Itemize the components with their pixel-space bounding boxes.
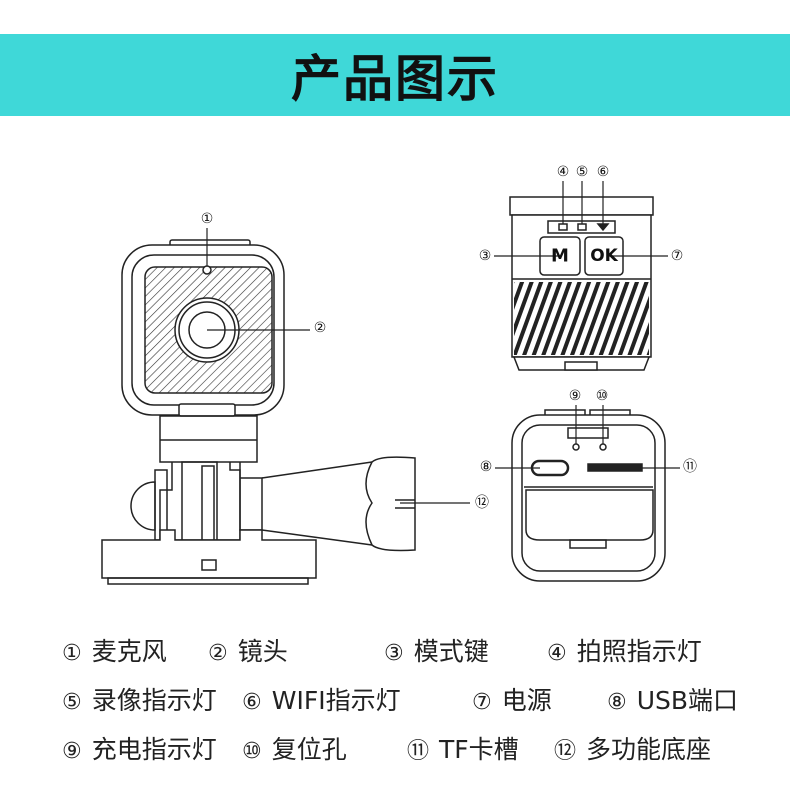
legend-item: ⑫ 多功能底座 <box>554 730 711 766</box>
legend-label: 电源 <box>501 686 552 715</box>
legend-label: 录像指示灯 <box>91 686 217 715</box>
legend-label: TF卡槽 <box>439 735 519 764</box>
ok-button: OK <box>590 246 618 266</box>
legend-num: ⑤ <box>62 690 82 715</box>
callout-11: ⑪ <box>683 459 697 475</box>
legend-row: ① 麦克风 ② 镜头 ③ 模式键 ④ 拍照指示灯 <box>62 632 762 681</box>
legend-label: 模式键 <box>413 637 489 666</box>
callout-10: ⑩ <box>596 388 609 404</box>
callout-1: ① <box>201 211 214 227</box>
callout-3: ③ <box>479 248 492 264</box>
product-diagram: M OK ① ② ③ ④ ⑤ ⑥ ⑦ ⑧ ⑨ ⑩ ⑪ ⑫ <box>101 164 697 585</box>
legend-row: ⑨ 充电指示灯 ⑩ 复位孔 ⑪ TF卡槽 ⑫ 多功能底座 <box>62 730 762 779</box>
leader-lines <box>206 181 680 504</box>
legend-label: USB端口 <box>636 686 739 715</box>
legend-item: ② 镜头 <box>208 632 288 668</box>
callout-8: ⑧ <box>480 459 493 475</box>
legend-num: ⑩ <box>242 739 262 764</box>
legend-num: ① <box>62 641 82 666</box>
legend-label: 拍照指示灯 <box>576 637 702 666</box>
legend-item: ⑪ TF卡槽 <box>407 730 519 766</box>
callout-12: ⑫ <box>475 495 489 511</box>
legend-num: ⑪ <box>407 739 430 764</box>
callout-4: ④ <box>557 164 570 180</box>
legend-item: ⑩ 复位孔 <box>242 730 347 766</box>
legend-label: 复位孔 <box>271 735 347 764</box>
legend-label: 镜头 <box>237 637 288 666</box>
legend-item: ⑥ WIFI指示灯 <box>242 681 401 717</box>
legend-num: ⑦ <box>472 690 492 715</box>
callout-6: ⑥ <box>597 164 610 180</box>
parts-legend: ① 麦克风 ② 镜头 ③ 模式键 ④ 拍照指示灯 ⑤ 录像指示灯 ⑥ WIFI指示灯 ⑦ 电源… <box>62 632 762 779</box>
legend-num: ⑥ <box>242 690 262 715</box>
legend-label: 多功能底座 <box>586 735 712 764</box>
legend-num: ④ <box>547 641 567 666</box>
legend-label: WIFI指示灯 <box>271 686 401 715</box>
legend-item: ⑤ 录像指示灯 <box>62 681 217 717</box>
legend-row: ⑤ 录像指示灯 ⑥ WIFI指示灯 ⑦ 电源 ⑧ USB端口 <box>62 681 762 730</box>
callout-2: ② <box>314 320 327 336</box>
legend-label: 麦克风 <box>91 637 167 666</box>
legend-num: ③ <box>384 641 404 666</box>
legend-item: ⑦ 电源 <box>472 681 552 717</box>
legend-num: ⑫ <box>554 739 577 764</box>
legend-num: ⑨ <box>62 739 82 764</box>
page-title: 产品图示 <box>291 50 499 108</box>
legend-num: ⑧ <box>607 690 627 715</box>
callout-5: ⑤ <box>576 164 589 180</box>
title-banner: 产品图示 <box>0 34 790 116</box>
legend-item: ⑧ USB端口 <box>607 681 738 717</box>
camera-back-view <box>511 409 666 582</box>
camera-top-view <box>509 196 654 371</box>
callout-9: ⑨ <box>569 388 582 404</box>
legend-item: ① 麦克风 <box>62 632 167 668</box>
legend-num: ② <box>208 641 228 666</box>
mode-button: M <box>551 246 569 267</box>
legend-item: ④ 拍照指示灯 <box>547 632 702 668</box>
legend-item: ⑨ 充电指示灯 <box>62 730 217 766</box>
legend-item: ③ 模式键 <box>384 632 489 668</box>
legend-label: 充电指示灯 <box>91 735 217 764</box>
callout-7: ⑦ <box>671 248 684 264</box>
camera-front-view <box>101 239 416 585</box>
